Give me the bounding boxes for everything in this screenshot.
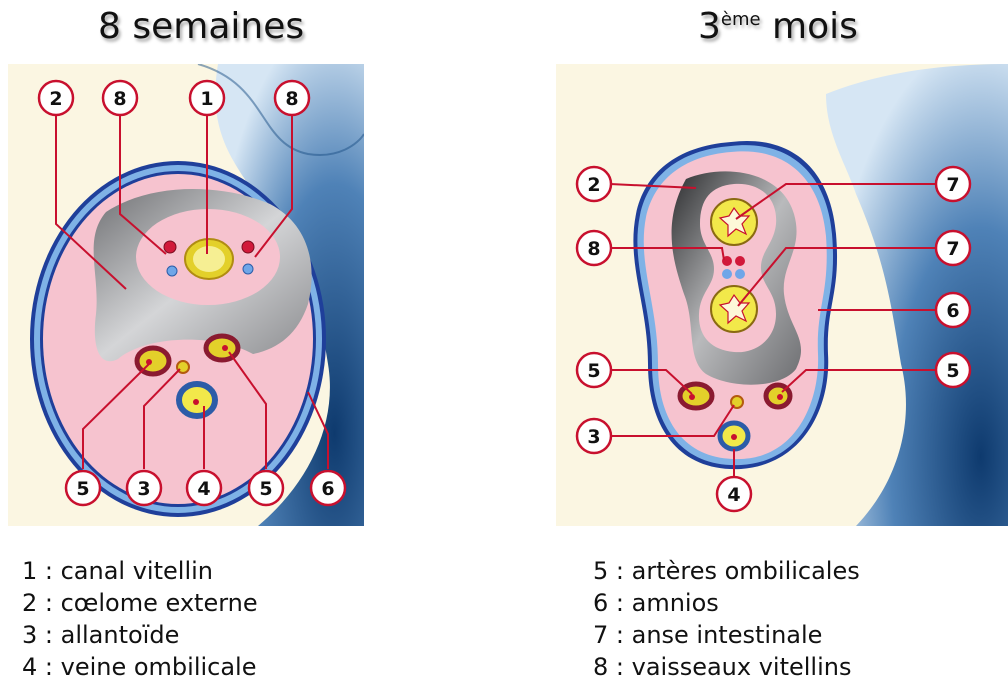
legend-item-5: 5 : artères ombilicales — [593, 555, 860, 587]
legend-item-7: 7 : anse intestinale — [593, 619, 860, 651]
callout-8-left-label: 8 — [113, 88, 126, 110]
callout-4-label: 4 — [727, 484, 740, 506]
legend-item-3: 3 : allantoïde — [22, 619, 258, 651]
callout-5-left-label: 5 — [76, 478, 89, 500]
title-3rd-month-ordinal: ème — [721, 9, 761, 30]
callout-7-top-label: 7 — [946, 174, 959, 196]
vitelline-artery-right — [242, 241, 254, 253]
umbilical-artery-left-lumen — [689, 394, 695, 400]
callout-7-bottom: 7 — [936, 231, 970, 265]
callout-1-label: 1 — [200, 88, 213, 110]
legend-left: 1 : canal vitellin 2 : cœlome externe 3 … — [22, 555, 258, 683]
callout-7-top: 7 — [936, 167, 970, 201]
umbilical-artery-right-lumen — [222, 345, 228, 351]
vitelline-vein-1 — [722, 269, 732, 279]
callout-4: 4 — [187, 471, 221, 505]
callout-2-label: 2 — [587, 174, 600, 196]
callout-5-right-label: 5 — [259, 478, 272, 500]
legend-item-2: 2 : cœlome externe — [22, 587, 258, 619]
umbilical-vein-lumen — [731, 434, 737, 440]
callout-6-label: 6 — [321, 478, 334, 500]
callout-5-left-label: 5 — [587, 360, 600, 382]
umbilical-vein-lumen — [193, 399, 199, 405]
title-3rd-month: 3ème mois — [698, 6, 858, 47]
callout-8-right-label: 8 — [285, 88, 298, 110]
vitelline-canal-inner — [193, 246, 225, 272]
callout-2-label: 2 — [49, 88, 62, 110]
title-8-weeks: 8 semaines — [98, 6, 304, 47]
diagram-8-weeks: 2 8 1 8 5 3 4 5 6 — [8, 64, 364, 526]
title-3rd-month-rest: mois — [761, 6, 858, 47]
callout-7-bottom-label: 7 — [946, 238, 959, 260]
vitelline-artery-2 — [735, 256, 745, 266]
callout-5-right: 5 — [936, 353, 970, 387]
callout-5-left: 5 — [577, 353, 611, 387]
callout-8-label: 8 — [587, 238, 600, 260]
callout-2: 2 — [577, 167, 611, 201]
legend-right: 5 : artères ombilicales 6 : amnios 7 : a… — [593, 555, 860, 683]
callout-8: 8 — [577, 231, 611, 265]
diagram-3rd-month-svg: 2 7 8 7 6 5 5 3 4 — [556, 64, 1008, 526]
callout-6-label: 6 — [946, 300, 959, 322]
callout-6: 6 — [311, 471, 345, 505]
vitelline-vein-right — [243, 264, 253, 274]
legend-item-8: 8 : vaisseaux vitellins — [593, 651, 860, 683]
callout-3-label: 3 — [137, 478, 150, 500]
callout-5-right-label: 5 — [946, 360, 959, 382]
callout-8-right: 8 — [275, 81, 309, 115]
callout-1: 1 — [190, 81, 224, 115]
diagram-8-weeks-svg: 2 8 1 8 5 3 4 5 6 — [8, 64, 364, 526]
callout-5-right: 5 — [249, 471, 283, 505]
vitelline-vein-2 — [735, 269, 745, 279]
callout-4: 4 — [717, 477, 751, 511]
callout-6: 6 — [936, 293, 970, 327]
callout-3: 3 — [577, 419, 611, 453]
callout-5-left: 5 — [66, 471, 100, 505]
vitelline-vein-left — [167, 266, 177, 276]
callout-8-left: 8 — [103, 81, 137, 115]
legend-item-6: 6 : amnios — [593, 587, 860, 619]
umbilical-artery-right-lumen — [777, 394, 783, 400]
callout-4-label: 4 — [197, 478, 210, 500]
callout-3-label: 3 — [587, 426, 600, 448]
legend-item-1: 1 : canal vitellin — [22, 555, 258, 587]
callout-2: 2 — [39, 81, 73, 115]
vitelline-artery-left — [164, 241, 176, 253]
callout-3: 3 — [127, 471, 161, 505]
title-3rd-month-number: 3 — [698, 6, 721, 47]
diagram-3rd-month: 2 7 8 7 6 5 5 3 4 — [556, 64, 1008, 526]
legend-item-4: 4 : veine ombilicale — [22, 651, 258, 683]
